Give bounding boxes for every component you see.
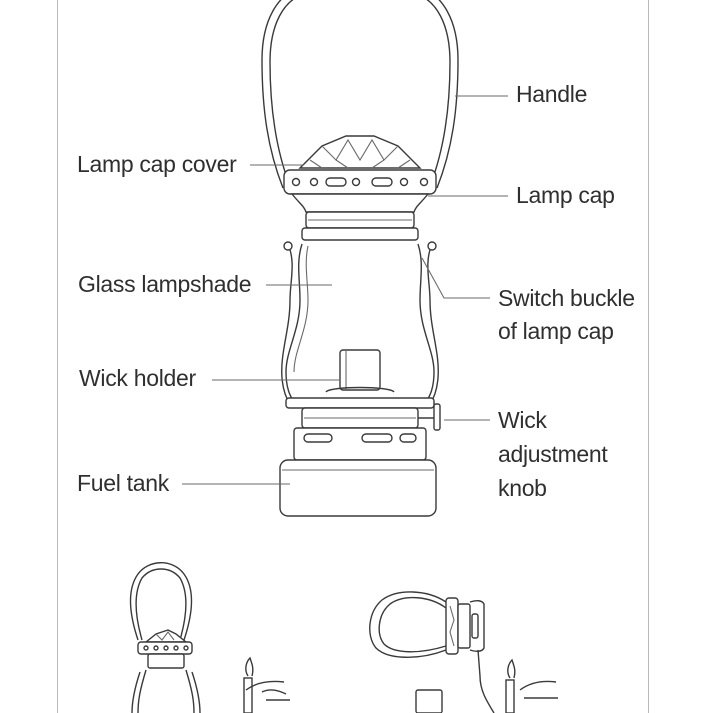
label-wick-knob-line3: knob xyxy=(498,475,547,501)
main-lantern-illustration xyxy=(261,0,459,517)
lamp-cap-cover-shape xyxy=(298,135,422,169)
match-hand-right xyxy=(505,658,558,713)
handle-shape xyxy=(261,0,459,189)
leader-lines xyxy=(182,95,508,485)
fuel-tank-shape xyxy=(279,459,437,517)
label-wick-knob-line1: Wick xyxy=(498,407,547,433)
label-switch-buckle-line1: Switch buckle xyxy=(498,285,635,311)
match-hand-left xyxy=(243,656,290,713)
label-switch-buckle-line2: of lamp cap xyxy=(498,318,614,344)
small-lantern-right xyxy=(369,591,495,713)
label-handle: Handle xyxy=(516,81,588,107)
wick-knob-shape xyxy=(433,403,441,431)
small-lantern-left xyxy=(129,562,201,713)
label-wick-holder: Wick holder xyxy=(79,365,196,391)
label-fuel-tank: Fuel tank xyxy=(77,470,169,496)
label-wick-knob-line2: adjustment xyxy=(498,441,608,467)
label-lamp-cap: Lamp cap xyxy=(516,182,615,208)
label-lamp-cap-cover: Lamp cap cover xyxy=(77,151,237,177)
switch-buckle-shape xyxy=(281,243,293,405)
wick-holder-shape xyxy=(339,349,381,391)
label-glass-lampshade: Glass lampshade xyxy=(78,271,252,297)
figure-frame xyxy=(57,0,649,713)
leader-switch-buckle xyxy=(421,257,490,299)
